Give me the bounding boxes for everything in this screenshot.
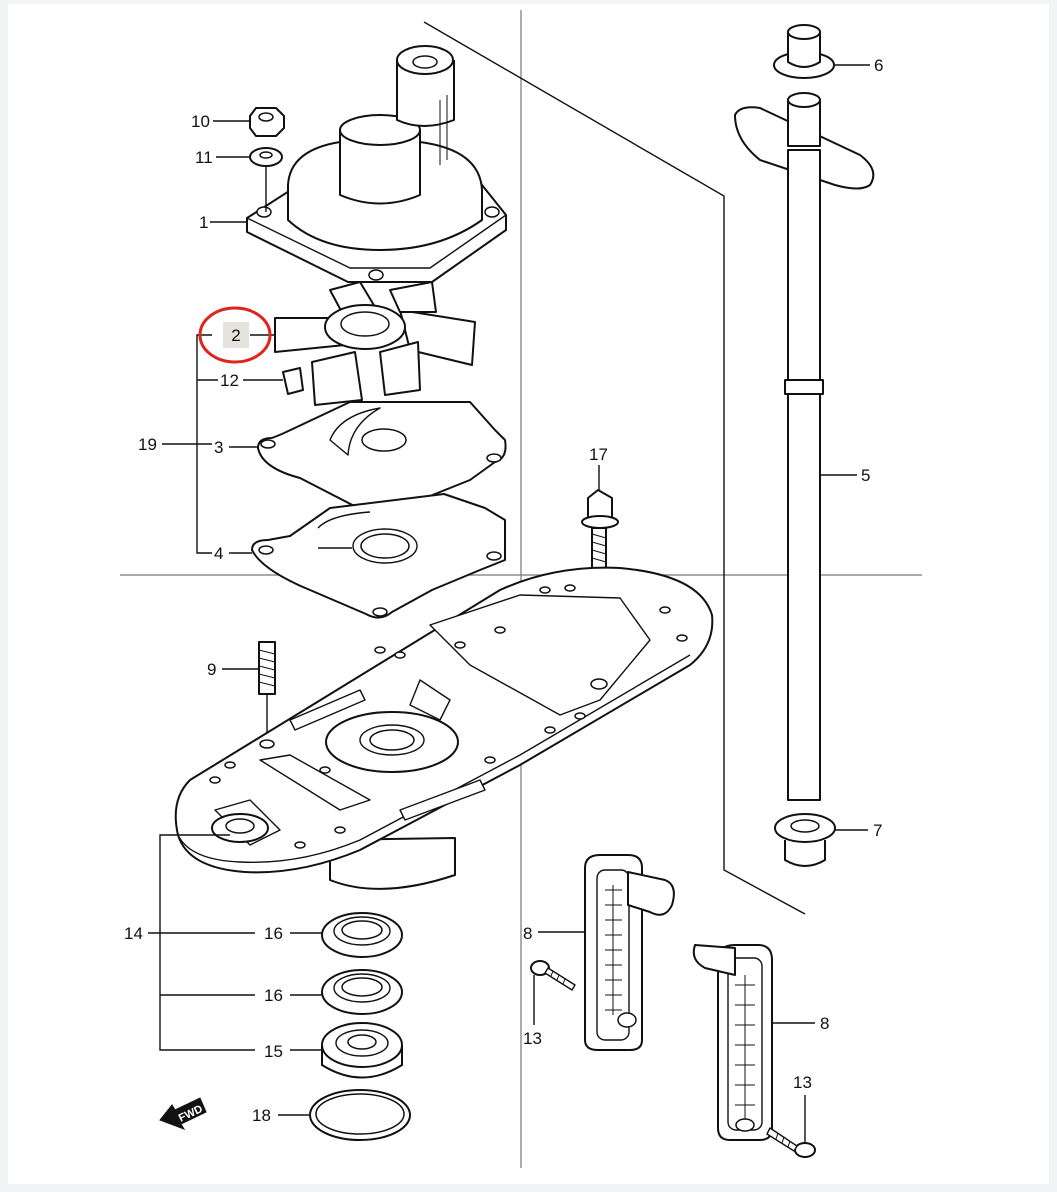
highlighted-callout-2[interactable]: 2	[198, 306, 272, 364]
oil-seal-part-upper[interactable]	[321, 912, 403, 958]
oil-seal-part-lower[interactable]	[321, 969, 403, 1015]
callout-2[interactable]: 2	[231, 326, 240, 345]
callout-10[interactable]: 10	[191, 112, 210, 131]
fwd-arrow-icon: FWD	[159, 1097, 207, 1130]
callout-17[interactable]: 17	[589, 445, 608, 464]
callout-16-lower[interactable]: 16	[264, 986, 283, 1005]
liner-plate-part[interactable]	[257, 401, 507, 517]
callout-12[interactable]: 12	[220, 371, 239, 390]
callout-13-right[interactable]: 13	[793, 1073, 812, 1092]
upper-grommet-part[interactable]	[773, 24, 835, 79]
frame-line	[423, 21, 806, 915]
lower-grommet-part[interactable]	[774, 813, 836, 867]
nut-part[interactable]	[249, 107, 285, 137]
fwd-label: FWD	[177, 1103, 205, 1124]
callout-6[interactable]: 6	[874, 56, 883, 75]
screw-part-right[interactable]	[766, 1127, 816, 1158]
o-ring-part[interactable]	[309, 1089, 411, 1141]
callout-18[interactable]: 18	[252, 1106, 271, 1125]
gasket-part[interactable]	[251, 493, 506, 619]
water-strainer-part-right[interactable]	[692, 944, 773, 1141]
callout-8-right[interactable]: 8	[820, 1014, 829, 1033]
highlight-box	[223, 322, 249, 348]
callout-5[interactable]: 5	[861, 466, 870, 485]
bolt-part[interactable]	[581, 489, 619, 571]
water-strainer-part-left[interactable]	[584, 854, 675, 1051]
callout-11[interactable]: 11	[195, 148, 213, 167]
callout-19[interactable]: 19	[138, 435, 157, 454]
callout-14[interactable]: 14	[124, 924, 143, 943]
callout-1[interactable]: 1	[199, 213, 208, 232]
callout-16-upper[interactable]: 16	[264, 924, 283, 943]
lower-plate-part[interactable]	[174, 566, 714, 890]
bearing-part[interactable]	[321, 1022, 403, 1079]
callout-8-left[interactable]: 8	[523, 924, 532, 943]
pump-case-part[interactable]	[246, 45, 507, 283]
stud-part[interactable]	[258, 641, 276, 695]
key-part[interactable]	[282, 367, 304, 395]
callout-13-left[interactable]: 13	[523, 1029, 542, 1048]
impeller-part[interactable]	[274, 281, 476, 406]
washer-part[interactable]	[249, 147, 283, 167]
callout-4[interactable]: 4	[214, 544, 223, 563]
callout-15[interactable]: 15	[264, 1042, 283, 1061]
callout-9[interactable]: 9	[207, 660, 216, 679]
callout-labels: 10 11 1 12 19 3 4 9 17 6 5 7 8 8 13 13 1…	[124, 56, 883, 1125]
callout-7[interactable]: 7	[873, 821, 882, 840]
highlight-ring	[198, 306, 272, 364]
callout-3[interactable]: 3	[214, 438, 223, 457]
leader-lines	[148, 64, 870, 1116]
water-tube-part[interactable]	[734, 92, 875, 801]
screw-part-left[interactable]	[530, 960, 576, 991]
